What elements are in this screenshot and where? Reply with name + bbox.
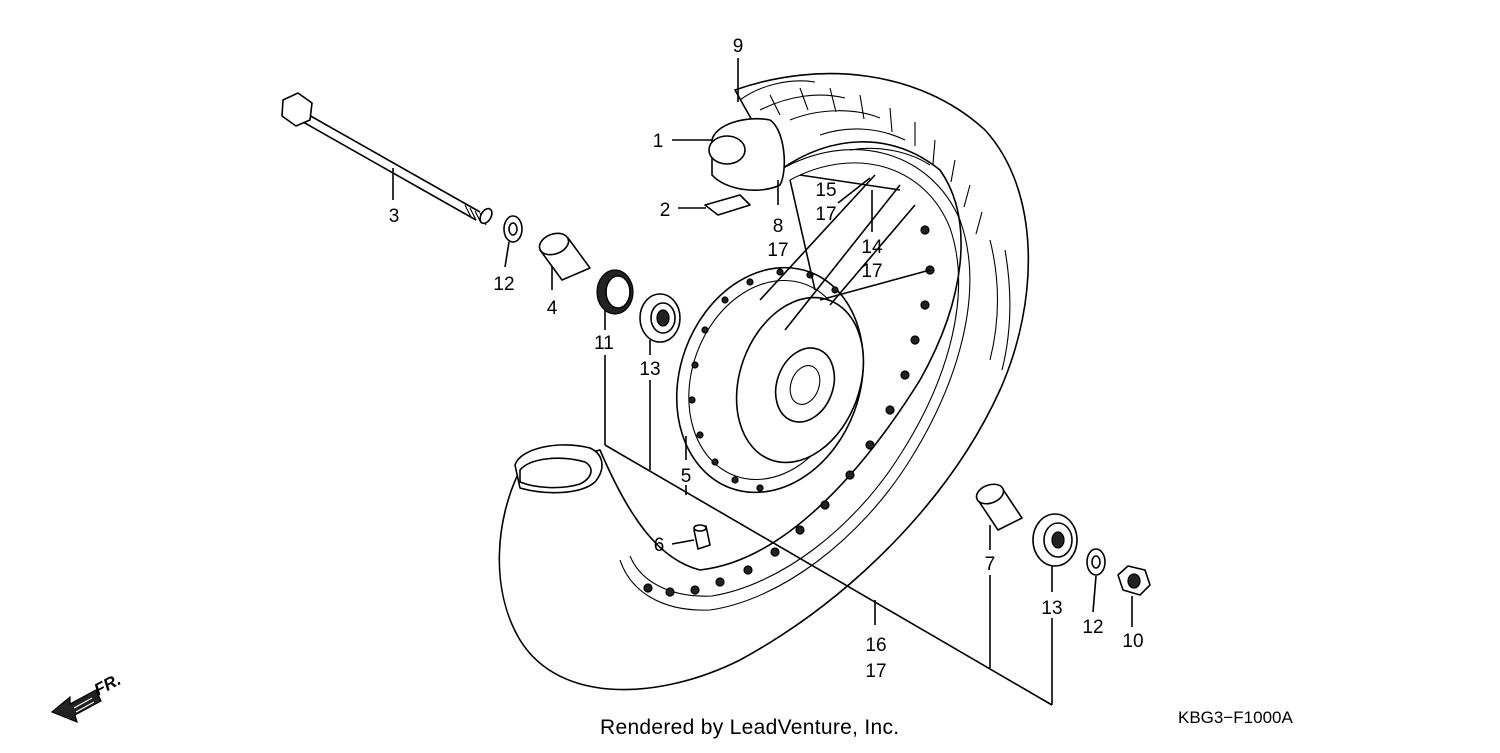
part-label: 17	[865, 661, 886, 682]
part-label: 17	[861, 261, 882, 282]
part-label: 4	[547, 298, 558, 319]
part-label: 13	[1041, 598, 1062, 619]
part-labels: 9 1 2 3 8 17 15 17 14 17 12 4 11 13 5 6 …	[389, 36, 1144, 682]
part-label: 3	[389, 206, 400, 227]
tire	[498, 72, 1030, 691]
diagram-code: KBG3−F1000A	[1178, 708, 1293, 727]
part-label: 5	[681, 466, 692, 487]
axle-nut	[1117, 565, 1151, 596]
part-label: 2	[660, 200, 671, 221]
part-label: 17	[815, 204, 836, 225]
bearing-left	[639, 293, 681, 343]
part-label: 1	[653, 131, 664, 152]
rim-band	[704, 194, 751, 216]
distance-collar	[538, 232, 591, 281]
side-collar	[975, 483, 1023, 531]
tube	[708, 117, 786, 191]
part-label: 17	[767, 240, 788, 261]
leader-lines	[392, 58, 1133, 706]
part-label: 11	[594, 333, 614, 354]
part-label: 14	[861, 237, 883, 258]
front-direction-arrow: FR.	[50, 670, 124, 724]
spokes	[759, 174, 931, 331]
part-label: 9	[733, 36, 744, 57]
part-label: 6	[654, 535, 665, 556]
valve-cap	[693, 524, 711, 550]
part-label: 12	[493, 274, 514, 295]
part-label: 12	[1082, 617, 1103, 638]
axle	[281, 92, 493, 226]
part-label: 10	[1122, 631, 1143, 652]
part-label: 8	[773, 216, 784, 237]
part-label: 13	[639, 359, 660, 380]
footer-credit: Rendered by LeadVenture, Inc.	[600, 716, 900, 739]
dust-seal	[596, 269, 634, 315]
part-label: 15	[815, 180, 836, 201]
bearing-right	[1032, 513, 1078, 567]
washer-left	[503, 215, 523, 243]
rim	[619, 149, 971, 611]
hub	[675, 266, 865, 494]
washer-right	[1086, 548, 1106, 576]
part-label: 16	[865, 635, 886, 656]
part-label: 7	[985, 554, 996, 575]
